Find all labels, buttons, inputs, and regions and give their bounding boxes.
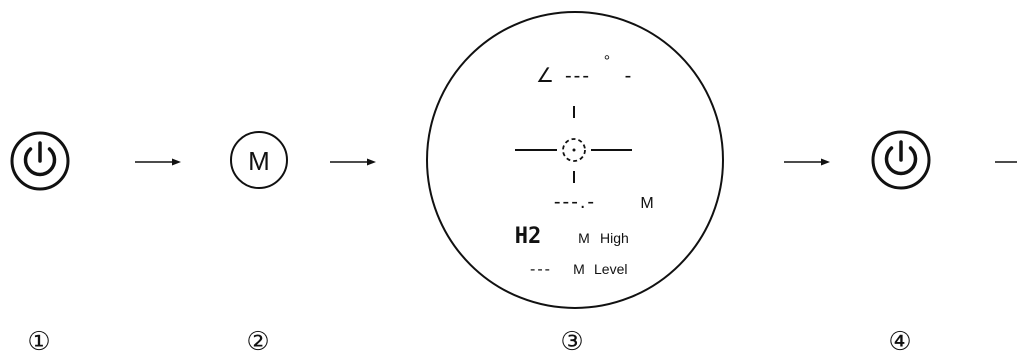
mode-button-label: M: [248, 146, 270, 176]
distance-value: ---.-: [554, 191, 596, 213]
arrow-1: [135, 158, 181, 166]
power-icon: [23, 141, 57, 177]
height-label: High: [600, 230, 629, 246]
power-button-step-1: [10, 131, 70, 191]
level-label: Level: [594, 261, 627, 277]
step-label-1: ①: [27, 327, 50, 354]
level-unit: M: [573, 261, 585, 277]
level-value: ---: [530, 261, 552, 278]
power-icon: [884, 140, 918, 176]
step-label-4: ④: [888, 327, 911, 354]
height-unit: M: [578, 230, 590, 246]
distance-unit: M: [640, 195, 653, 212]
height-mode: H2: [515, 224, 542, 249]
angle-value: ---: [565, 65, 591, 87]
step-label-2: ②: [246, 327, 269, 354]
mode-button-step-2: M: [230, 131, 288, 189]
arrow-2: [330, 158, 376, 166]
rangefinder-display: ∠ --- ° - ---.- M H2 M High --- M Level: [426, 11, 724, 309]
angle-symbol: ∠: [536, 65, 554, 87]
angle-sign: -: [625, 65, 632, 87]
degree-symbol: °: [604, 53, 610, 70]
crosshair-reticle: [515, 106, 632, 183]
step-label-3: ③: [560, 327, 583, 354]
power-button-step-4: [871, 130, 931, 190]
arrow-3: [784, 158, 830, 166]
